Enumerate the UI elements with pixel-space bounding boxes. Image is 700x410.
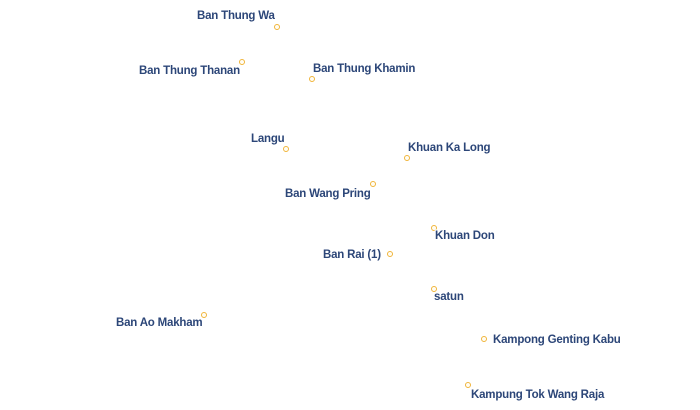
place-label: Khuan Ka Long [408, 142, 491, 154]
place-marker-icon[interactable] [465, 382, 471, 388]
place-marker-icon[interactable] [201, 312, 207, 318]
place-marker-icon[interactable] [481, 336, 487, 342]
place-marker-icon[interactable] [274, 24, 280, 30]
place-label: Langu [251, 133, 285, 145]
place-label: satun [434, 291, 464, 303]
place-marker-icon[interactable] [387, 251, 393, 257]
place-marker-icon[interactable] [309, 76, 315, 82]
place-label: Ban Thung Wa [197, 10, 275, 22]
place-marker-icon[interactable] [431, 225, 437, 231]
place-label: Ban Thung Khamin [313, 63, 416, 75]
place-label: Khuan Don [435, 230, 495, 242]
place-marker-icon[interactable] [239, 59, 245, 65]
place-label: Kampung Tok Wang Raja [471, 389, 605, 401]
place-label: Ban Ao Makham [116, 317, 203, 329]
place-marker-icon[interactable] [404, 155, 410, 161]
place-label: Kampong Genting Kabu [493, 334, 621, 346]
place-marker-icon[interactable] [283, 146, 289, 152]
place-label: Ban Wang Pring [285, 188, 371, 200]
place-label: Ban Rai (1) [323, 249, 381, 261]
place-marker-icon[interactable] [370, 181, 376, 187]
place-label: Ban Thung Thanan [139, 65, 240, 77]
place-marker-icon[interactable] [431, 286, 437, 292]
